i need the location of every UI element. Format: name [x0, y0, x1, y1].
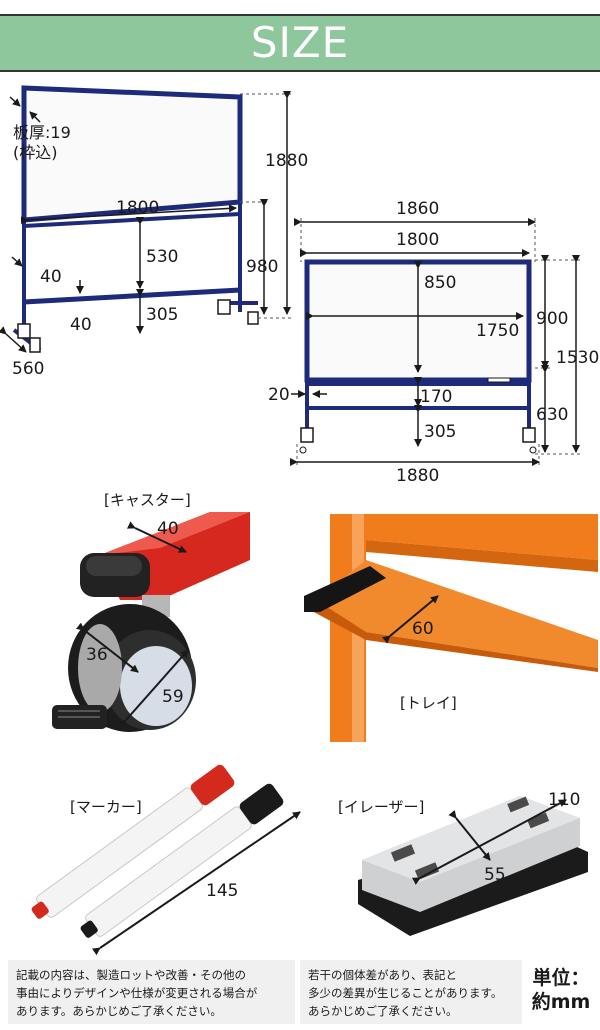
tray-label: [トレイ] — [400, 694, 457, 712]
section-header: SIZE — [0, 14, 600, 72]
caster-wheel-outer: 59 — [162, 687, 184, 707]
unit-line-2: 約mm — [531, 991, 591, 1013]
note-right-line-1: 若干の個体差があり、表記と — [308, 968, 458, 982]
eraser-length: 110 — [548, 790, 580, 810]
side-board-width: 1800 — [116, 198, 159, 218]
tray-detail: 60 [トレイ] — [304, 514, 598, 742]
front-total-height: 1530 — [556, 348, 599, 368]
side-height: 980 — [246, 257, 278, 277]
eraser-label: [イレーザー] — [338, 798, 424, 816]
side-frame-width-b: 40 — [70, 315, 92, 335]
front-board-part-height: 900 — [536, 309, 568, 329]
note-left: 記載の内容は、製造ロットや改善・その他の 事由によりデザインや仕様が変更される場… — [8, 960, 295, 1024]
caster-wheel-inner: 36 — [86, 645, 108, 665]
caster-width: 40 — [157, 519, 179, 539]
board-thickness-label: 板厚:19 — [13, 123, 71, 142]
front-base-width: 1880 — [396, 466, 439, 486]
side-height-total: 1880 — [265, 151, 308, 171]
front-board-width: 1800 — [396, 230, 439, 250]
caster-label: [キャスター] — [104, 491, 191, 509]
front-tray-gap: 170 — [420, 387, 452, 407]
marker-length: 145 — [206, 881, 238, 901]
side-frame-width-a: 40 — [40, 267, 62, 287]
front-lower-height: 305 — [424, 422, 456, 442]
tray-depth: 60 — [412, 619, 434, 639]
front-board-height: 850 — [424, 273, 456, 293]
caster-detail: [キャスター] 40 36 59 — [52, 491, 250, 732]
note-right-line-3: あらかじめご了承ください。 — [308, 1004, 458, 1018]
front-view-stand: 1860 1800 850 1750 20 170 305 900 1530 6… — [268, 199, 599, 486]
side-mid-height: 530 — [146, 247, 178, 267]
eraser-width: 55 — [484, 865, 506, 885]
side-view-stand: 1880 980 1800 530 305 40 40 560 板厚:19 (枠… — [0, 85, 308, 379]
marker-label: [マーカー] — [70, 798, 142, 816]
note-left-line-1: 記載の内容は、製造ロットや改善・その他の — [16, 968, 246, 982]
unit-line-1: 単位： — [532, 967, 590, 989]
eraser-detail: [イレーザー] 110 55 — [338, 790, 588, 936]
board-thickness-sub: (枠込) — [13, 143, 58, 162]
front-frame-offset: 20 — [268, 385, 290, 405]
front-inner-width: 1750 — [476, 321, 519, 341]
note-left-line-2: 事由によりデザインや仕様が変更される場合が — [16, 986, 258, 1000]
note-right-line-2: 多少の差異が生じることがあります。 — [308, 986, 503, 1000]
marker-detail: [マーカー] 145 — [31, 764, 301, 956]
section-title: SIZE — [250, 18, 350, 67]
front-leg-height: 630 — [536, 405, 568, 425]
note-left-line-3: あります。あらかじめご了承ください。 — [16, 1004, 222, 1018]
front-outer-width: 1860 — [396, 199, 439, 219]
note-right: 若干の個体差があり、表記と 多少の差異が生じることがあります。 あらかじめご了承… — [300, 960, 522, 1024]
unit-label: 単位： 約mm — [526, 966, 596, 1014]
side-lower-height: 305 — [146, 305, 178, 325]
side-depth: 560 — [12, 359, 44, 379]
